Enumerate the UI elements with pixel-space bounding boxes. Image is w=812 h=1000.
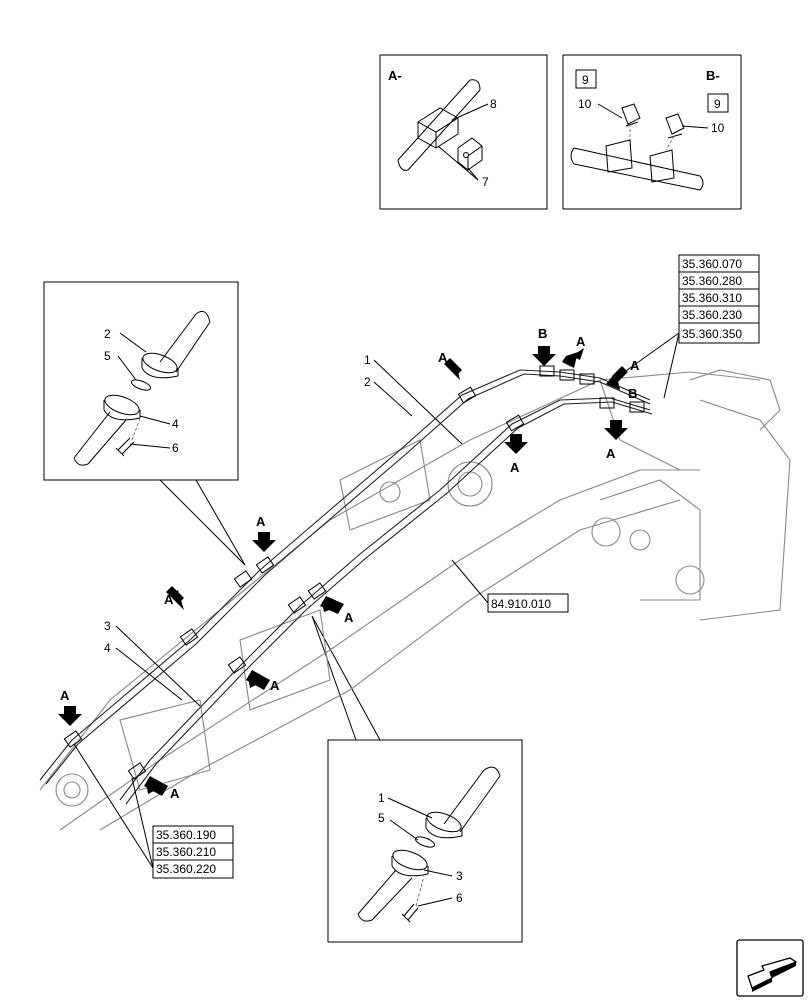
bottom-inset: 1 5 3 6	[311, 615, 523, 943]
view-arrow-a6: A	[252, 514, 276, 552]
svg-text:A: A	[344, 610, 354, 625]
callout-9-box-left	[575, 69, 597, 89]
direction-arrow-icon	[736, 939, 804, 997]
left-callout-6: 6	[172, 441, 179, 455]
svg-text:A: A	[576, 334, 586, 349]
view-arrow-a9: A	[246, 670, 280, 693]
ref-35-360-280: 35.360.280	[682, 274, 742, 288]
bottom-callout-1: 1	[378, 791, 385, 805]
ref-84-910-010: 84.910.010	[491, 597, 551, 611]
view-arrows: A B A A B A A A	[58, 326, 640, 801]
ref-box-bottom-left: 35.360.190 35.360.210 35.360.220	[73, 743, 234, 879]
svg-text:A: A	[164, 592, 174, 607]
ref-box-boom: 84.910.010	[451, 559, 569, 613]
view-arrow-b1: B	[532, 326, 556, 366]
view-arrow-a8: A	[320, 596, 354, 625]
ref-35-360-230: 35.360.230	[682, 308, 742, 322]
view-arrow-a1: A	[438, 350, 462, 380]
bottom-callout-6: 6	[456, 891, 463, 905]
view-arrow-b2: B	[628, 386, 637, 401]
view-arrow-a2: A	[562, 334, 586, 368]
ref-35-360-190: 35.360.190	[156, 828, 216, 842]
callout-9-left: 9	[582, 73, 589, 87]
svg-text:A: A	[606, 446, 616, 461]
callout-3: 3	[104, 619, 111, 633]
svg-text:A: A	[60, 688, 70, 703]
callout-10-left: 10	[578, 97, 592, 111]
detail-a-title: A-	[388, 68, 402, 83]
svg-text:A: A	[510, 460, 520, 475]
bottom-inset-frame	[327, 739, 523, 943]
ref-35-360-210: 35.360.210	[156, 845, 216, 859]
left-callout-5: 5	[104, 349, 111, 363]
svg-text:A: A	[630, 358, 640, 373]
left-callout-2: 2	[104, 327, 111, 341]
svg-text:A: A	[270, 678, 280, 693]
view-arrow-a10: A	[58, 688, 82, 726]
view-arrow-a5: A	[604, 420, 628, 461]
callout-10-right: 10	[711, 121, 725, 135]
view-arrow-a11: A	[144, 776, 180, 801]
pipes	[39, 365, 653, 805]
bottom-callout-3: 3	[456, 869, 463, 883]
svg-text:A: A	[438, 350, 448, 365]
svg-text:A: A	[170, 786, 180, 801]
bottom-callout-5: 5	[378, 811, 385, 825]
callout-1: 1	[364, 353, 371, 367]
ref-35-360-310: 35.360.310	[682, 291, 742, 305]
detail-b-title: B-	[706, 68, 720, 83]
view-arrow-a3: A	[606, 358, 640, 390]
callout-9-right: 9	[714, 97, 721, 111]
detail-a-frame	[379, 54, 548, 210]
left-callout-4: 4	[172, 417, 179, 431]
callout-2: 2	[364, 375, 371, 389]
detail-a-panel: A- 8 7	[379, 54, 548, 210]
svg-text:B: B	[538, 326, 547, 341]
detail-b-panel: B- 9 10 9 10	[562, 54, 742, 210]
svg-text:B: B	[628, 386, 637, 401]
callout-4: 4	[104, 641, 111, 655]
view-arrow-a4: A	[504, 434, 528, 475]
ref-35-360-070: 35.360.070	[682, 257, 742, 271]
callout-7: 7	[482, 175, 489, 189]
main-callouts: 1 2 3 4	[104, 353, 463, 707]
left-inset: 2 5 4 6	[43, 281, 246, 566]
ref-box-top-right: 35.360.070 35.360.280 35.360.310 35.360.…	[615, 254, 760, 399]
ref-35-360-350: 35.360.350	[682, 327, 742, 341]
detail-b-frame	[562, 54, 742, 210]
callout-9-box-right	[707, 93, 729, 113]
view-arrow-a7: A	[164, 586, 184, 610]
svg-text:A: A	[256, 514, 266, 529]
callout-8: 8	[490, 97, 497, 111]
ref-35-360-220: 35.360.220	[156, 862, 216, 876]
